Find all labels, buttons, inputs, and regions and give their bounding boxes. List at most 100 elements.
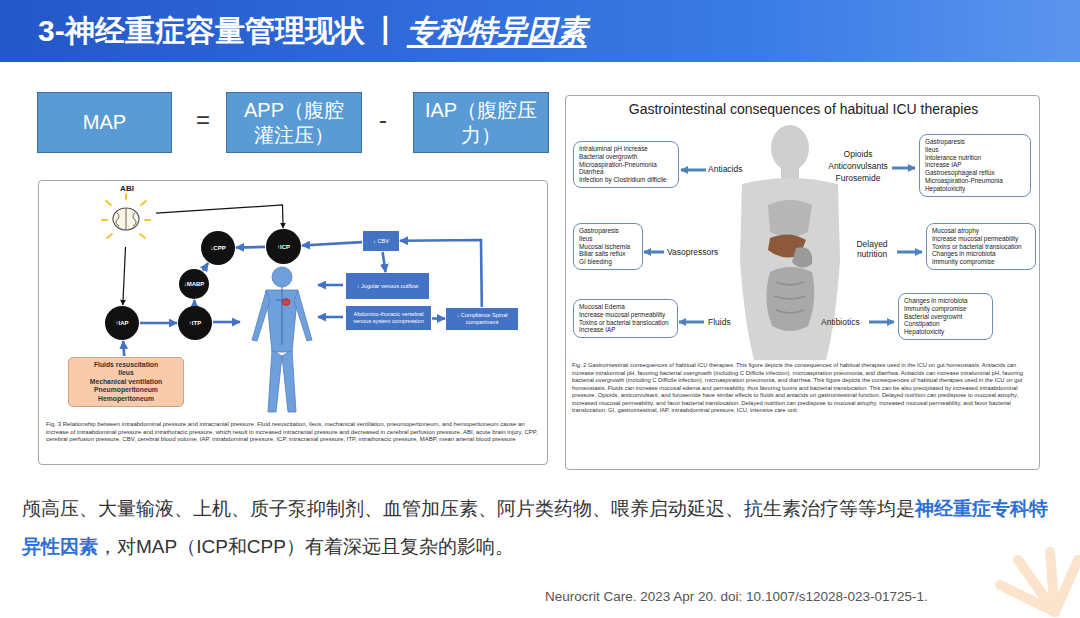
- node-text: Immunity compromise: [904, 305, 987, 313]
- node-text: ↓MABP: [184, 281, 205, 287]
- connector-arrow: [203, 263, 208, 271]
- title-subtitle: 专科特异因素: [407, 11, 587, 52]
- node-text: Ileus: [579, 235, 637, 243]
- svg-path: [768, 200, 812, 237]
- node-text: Pneumoperitoneum: [72, 386, 180, 394]
- equation-box: IAP（腹腔压力）: [413, 92, 549, 153]
- node-text: Mucosal atrophy: [932, 227, 1030, 235]
- svg-g: [102, 194, 150, 238]
- effect-list-box: Mucosal atrophyIncrease mucosal permeabi…: [926, 223, 1036, 270]
- connector-arrow: [432, 317, 445, 320]
- svg-line: [681, 169, 706, 172]
- node-text: APP（腹腔灌注压）: [235, 98, 353, 148]
- svg-ellipse: [282, 299, 290, 306]
- effect-box: Abdomino-thoracic vertebral venous syste…: [346, 306, 431, 330]
- connector-arrow: [123, 247, 126, 305]
- node-text: Bacterial overgrowth: [579, 153, 673, 161]
- text-wrap: ↓ CBV: [373, 238, 389, 245]
- slide-title: 3-神经重症容量管理现状: [38, 11, 365, 52]
- text-wrap: ↓MABP: [184, 281, 205, 287]
- connector-arrow: [383, 252, 386, 272]
- node-text: Increase mucosal permeability: [579, 311, 672, 319]
- pressure-circle: ↑IAP: [105, 306, 139, 340]
- svg-line: [213, 321, 240, 324]
- pressure-circle: ↑ITP: [178, 306, 212, 340]
- figure-panel: Gastrointestinal consequences of habitua…: [565, 95, 1040, 470]
- node-text: ABI: [99, 184, 155, 193]
- decor-burst: [1000, 552, 1078, 612]
- svg-line: [125, 194, 127, 199]
- svg-line: [679, 321, 704, 324]
- connector-arrow: [156, 205, 283, 228]
- node-text: Constipation: [904, 320, 987, 328]
- svg-path: [740, 178, 840, 360]
- node-text: ↓ Jugular venous outflow: [357, 283, 419, 290]
- node-text: Fig. 3 Relationship between intraabdomin…: [46, 421, 542, 444]
- svg-line: [318, 284, 343, 287]
- connector-arrow: [302, 242, 362, 245]
- summary-text: ，对MAP（ICP和CPP）有着深远且复杂的影响。: [98, 536, 514, 557]
- pressure-circle: ↑ICP: [266, 229, 301, 264]
- therapy-label: Fluids: [708, 317, 731, 327]
- effect-list-box: GastroparesisIleusIntolerance nutritionI…: [919, 134, 1031, 197]
- svg-path: [792, 247, 812, 267]
- text-wrap: ↑ITP: [189, 320, 201, 326]
- therapy-label: Antiacids: [708, 164, 743, 174]
- node-text: Mucosal Ischemia: [579, 243, 637, 251]
- node-text: Toxins or bacterial translocation: [932, 243, 1030, 251]
- text-wrap: Abdomino-thoracic vertebral venous syste…: [349, 311, 428, 324]
- text-wrap: ↓CPP: [210, 245, 225, 251]
- node-text: ↑ICP: [277, 244, 290, 250]
- node-text: Microaspiration-Pneumonia: [925, 177, 1025, 185]
- human-body-figure: [252, 267, 312, 412]
- therapy-label: Anticonvulsants: [826, 161, 890, 171]
- text-wrap: MAP: [83, 110, 126, 135]
- svg-line: [1055, 560, 1078, 612]
- therapy-label: Delayed nutrition: [850, 239, 894, 259]
- node-text: ↓ Compliance Spinal compartment: [449, 312, 515, 325]
- text-wrap: ↓ Jugular venous outflow: [357, 283, 419, 290]
- svg-line: [140, 234, 145, 238]
- left-figure-arrows: [213, 285, 343, 322]
- effect-list-box: GastroparesisIleusMucosal IschemiaBiliar…: [573, 223, 643, 270]
- brain-node: ABI: [99, 184, 155, 246]
- text-wrap: ↓ Compliance Spinal compartment: [449, 312, 515, 325]
- connector-arrow: [123, 341, 124, 356]
- node-text: Biliar salts reflux: [579, 250, 637, 258]
- node-text: Hemoperitoneum: [72, 395, 180, 403]
- equation-box: APP（腹腔灌注压）: [226, 92, 362, 153]
- effect-box: ↓ Compliance Spinal compartment: [446, 308, 518, 330]
- connector-arrow: [193, 300, 196, 305]
- svg-line: [106, 201, 111, 205]
- svg-line: [102, 219, 107, 221]
- node-text: ↑ITP: [189, 320, 201, 326]
- title-row: 3-神经重症容量管理现状丨专科特异因素: [38, 6, 587, 56]
- cause-box: Fluids resuscitationIleusMechanical vent…: [68, 357, 184, 407]
- node-text: Gastrointestinal consequences of habitua…: [566, 101, 1041, 117]
- node-text: Intraluminal pH increase: [579, 145, 673, 153]
- node-text: Increase IAP: [925, 161, 1025, 169]
- svg-line: [145, 219, 150, 221]
- connector-arrow: [236, 246, 265, 249]
- node-text: Changes in microbiota: [932, 250, 1030, 258]
- node-text: Gastroparesis: [925, 138, 1025, 146]
- svg-circle: [272, 267, 292, 287]
- svg-line: [107, 234, 112, 238]
- equation-operator: -: [379, 106, 387, 134]
- svg-line: [644, 251, 664, 254]
- effect-box: ↓ CBV: [363, 231, 399, 251]
- node-text: ↓CPP: [210, 245, 225, 251]
- svg-path: [116, 208, 136, 230]
- svg-path: [276, 287, 288, 345]
- therapy-label: Furosemide: [826, 173, 890, 183]
- svg-path: [282, 350, 296, 412]
- svg-path: [268, 350, 282, 412]
- node-text: Increase IAP: [579, 326, 672, 334]
- node-text: Gastroparesis: [579, 227, 637, 235]
- node-text: Infection by Clostridium difficile: [579, 176, 673, 184]
- node-text: Ileus: [72, 369, 180, 377]
- node-text: Increase mucosal permeability: [932, 235, 1030, 243]
- svg-ellipse: [113, 208, 139, 230]
- node-text: Hepatotoxicity: [904, 328, 987, 336]
- figure-panel: Fig. 3 Relationship between intraabdomin…: [38, 180, 548, 465]
